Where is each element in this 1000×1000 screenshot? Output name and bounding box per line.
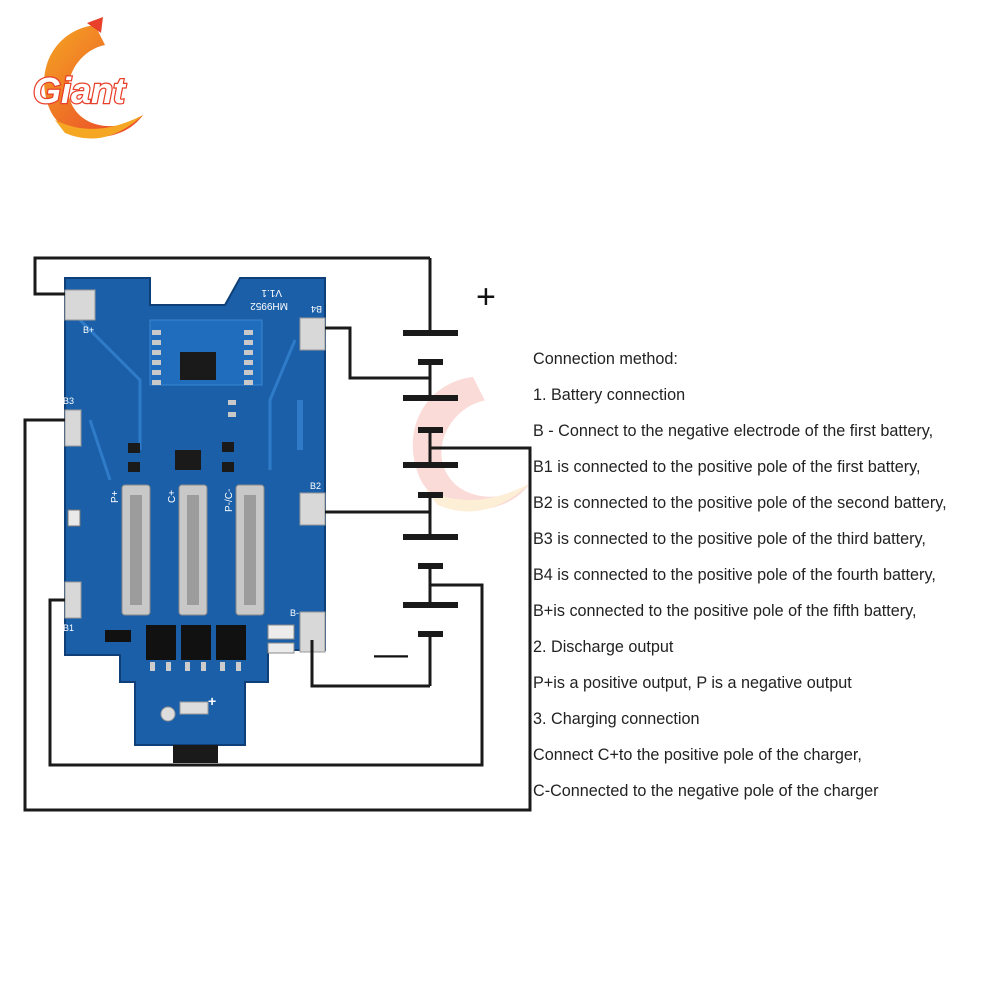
- logo-wave-shape: [55, 115, 143, 139]
- pad-b-plus-label: B+: [83, 325, 94, 335]
- board-version-label: V1.1: [261, 287, 282, 298]
- board-model-label: MH9952: [250, 300, 288, 311]
- instruction-line: B3 is connected to the positive pole of …: [533, 530, 926, 548]
- instruction-line: B4 is connected to the positive pole of …: [533, 566, 936, 584]
- pad-b3: [64, 409, 82, 447]
- instruction-heading: Connection method:: [533, 350, 678, 368]
- watermark-logo: [412, 376, 530, 512]
- diode: [105, 630, 131, 642]
- wire-b3: [23, 418, 532, 812]
- transistor: [128, 443, 140, 453]
- pad-b4-label: B4: [311, 304, 322, 314]
- wire-b-minus: [310, 640, 430, 688]
- giant-logo: Giant: [32, 17, 143, 139]
- instruction-line: Connect C+to the positive pole of the ch…: [533, 746, 862, 764]
- transistor: [222, 442, 234, 452]
- transistor: [128, 462, 140, 472]
- wire-b1: [48, 583, 484, 767]
- battery-negative-sign: —: [374, 635, 408, 673]
- wire-b4: [325, 326, 430, 380]
- instruction-line: B2 is connected to the positive pole of …: [533, 494, 947, 512]
- terminal-p-plus: [121, 484, 151, 616]
- shunt-resistor: [267, 642, 295, 654]
- instruction-line: 1. Battery connection: [533, 386, 686, 404]
- pcb-trace: [268, 339, 297, 470]
- connection-instructions: Connection method: 1. Battery connection…: [533, 346, 998, 814]
- pad-b-minus-label: B-: [290, 608, 299, 618]
- shunt-resistor: [267, 624, 295, 640]
- transistor: [222, 462, 234, 472]
- secondary-ic: [175, 450, 201, 470]
- pad-b3-label: B3: [63, 396, 74, 406]
- pad-b2: [299, 492, 326, 526]
- instruction-line: 3. Charging connection: [533, 710, 700, 728]
- board-plus-mark: +: [208, 693, 216, 709]
- wires: [23, 256, 532, 812]
- wire-b-plus: [33, 256, 430, 296]
- pcb-trace: [88, 419, 112, 481]
- connector-block: [179, 701, 209, 715]
- logo-text: Giant: [33, 70, 127, 111]
- terminal-pc-minus-label: P-/C-: [224, 489, 235, 512]
- pad-b1: [64, 581, 82, 619]
- battery-positive-sign: +: [476, 278, 496, 316]
- led-indicator: [67, 509, 81, 527]
- battery-stack: [403, 258, 458, 686]
- terminal-c-plus-label: C+: [167, 490, 178, 503]
- instruction-line: 2. Discharge output: [533, 638, 674, 656]
- pad-b-plus: [64, 289, 96, 321]
- logo-swoosh-shape: [44, 25, 143, 137]
- pad-b1-label: B1: [63, 623, 74, 633]
- pad-b4: [299, 317, 326, 351]
- logo-tail-shape: [87, 17, 103, 33]
- smd-resistor-column: [152, 330, 253, 417]
- output-connector: [173, 745, 218, 763]
- terminal-pc-minus: [235, 484, 265, 616]
- instruction-line: B+is connected to the positive pole of t…: [533, 602, 917, 620]
- instruction-line: B - Connect to the negative electrode of…: [533, 422, 934, 440]
- terminal-c-plus: [178, 484, 208, 616]
- capacitor: [160, 706, 176, 722]
- bms-board: V1.1 MH9952: [63, 277, 326, 763]
- pcb-trace: [78, 318, 142, 450]
- controller-ic: [180, 352, 216, 380]
- instruction-line: P+is a positive output, P is a negative …: [533, 674, 852, 692]
- instruction-line: C-Connected to the negative pole of the …: [533, 782, 879, 800]
- instruction-line: B1 is connected to the positive pole of …: [533, 458, 921, 476]
- terminal-p-plus-label: P+: [110, 490, 121, 503]
- mosfet-row: [146, 625, 246, 671]
- pad-b2-label: B2: [310, 481, 321, 491]
